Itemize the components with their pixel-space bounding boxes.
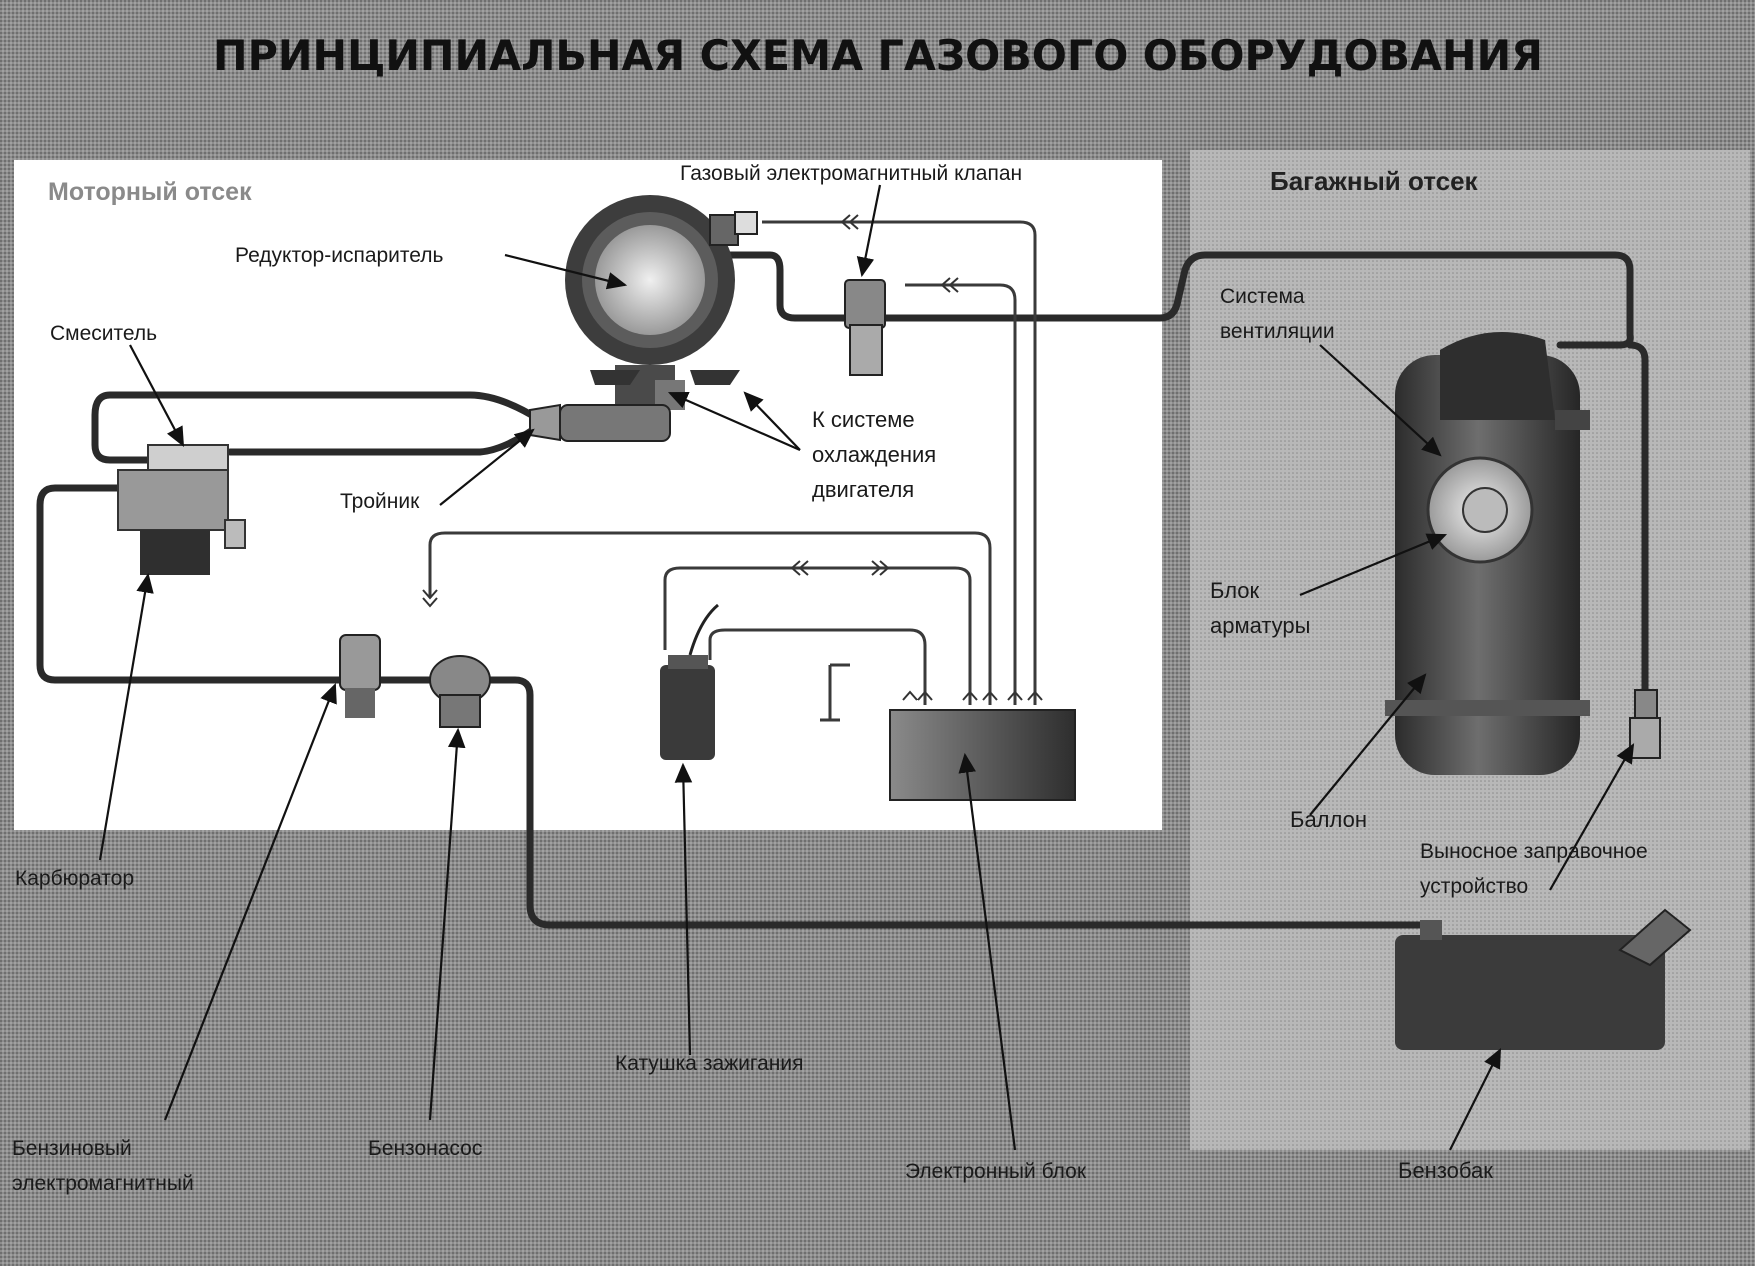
gas-pipes [36, 251, 1649, 929]
wire-chevrons [422, 214, 1043, 701]
cooling-label-line1: К системе [812, 407, 915, 432]
diagram-title: ПРИНЦИПИАЛЬНАЯ СХЕМА ГАЗОВОГО ОБОРУДОВАН… [213, 31, 1543, 80]
tee-fitting [529, 403, 671, 442]
carburetor-label: Карбюратор [15, 867, 134, 890]
fuel-pump-label: Бензонасос [368, 1137, 482, 1160]
ventilation-label-line2: вентиляции [1220, 320, 1335, 343]
remote-filler [1629, 689, 1661, 759]
remote-fill-label-line2: устройство [1420, 875, 1528, 898]
petrol-valve-label-line2: электромагнитный [12, 1172, 194, 1195]
gas-cylinder [1385, 332, 1590, 775]
mixer-carburetor [117, 444, 246, 575]
ventilation-label-line1: Система [1220, 285, 1305, 308]
remote-fill-label-line1: Выносное заправочное [1420, 840, 1648, 863]
gas-solenoid-valve [844, 279, 886, 376]
trunk-zone-label: Багажный отсек [1270, 166, 1479, 196]
gas-valve-label: Газовый электромагнитный клапан [680, 162, 1022, 185]
ignition-coil-label: Катушка зажигания [615, 1052, 803, 1075]
mixer-label: Смеситель [50, 322, 157, 345]
fuel-tank-label: Бензобак [1398, 1158, 1493, 1183]
fuel-tank [1395, 908, 1692, 1050]
ignition-coil [660, 603, 719, 760]
electronic-control-unit [889, 709, 1076, 801]
reducer-evaporator [565, 195, 758, 410]
reducer-label: Редуктор-испаритель [235, 244, 444, 267]
tee-label: Тройник [340, 490, 420, 513]
engine-zone-label: Моторный отсек [48, 178, 252, 206]
ecu-label: Электронный блок [905, 1160, 1087, 1183]
petrol-valve-label-line1: Бензиновый [12, 1137, 132, 1160]
electric-wires [428, 220, 1037, 722]
leader-arrows [98, 184, 1635, 1151]
fittings-label-line1: Блок [1210, 578, 1260, 603]
fuel-pump [429, 655, 491, 728]
cooling-label-line2: охлаждения [812, 442, 936, 467]
cylinder-label: Баллон [1290, 807, 1367, 832]
fittings-label-line2: арматуры [1210, 613, 1310, 638]
petrol-solenoid-valve [339, 634, 381, 718]
cooling-label-line3: двигателя [812, 477, 914, 502]
